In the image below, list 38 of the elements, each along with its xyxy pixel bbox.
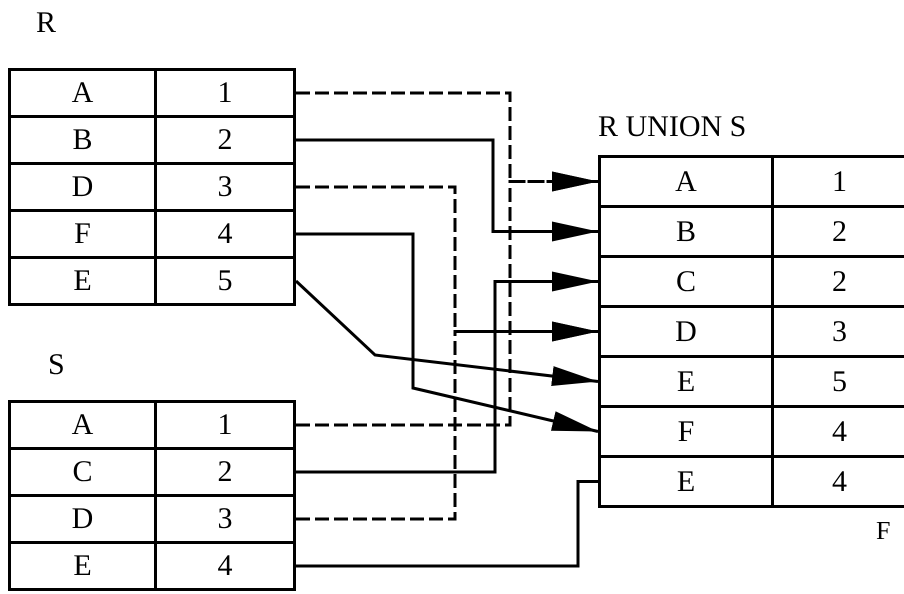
table-row: [8, 400, 296, 450]
value-cell-text: 2: [216, 454, 234, 490]
value-cell-text: 5: [216, 263, 234, 299]
table-row: [8, 209, 296, 259]
value-cell-text: 4: [831, 414, 848, 450]
arrow: [296, 272, 598, 474]
value-cell-text: 1: [216, 407, 234, 443]
table-row: [598, 155, 904, 208]
table-row: [8, 494, 296, 544]
value-cell-text: 4: [216, 548, 234, 584]
table-title: R: [36, 8, 56, 38]
figure-caption: F: [876, 518, 890, 544]
table-row: [8, 256, 296, 306]
value-cell-text: 2: [216, 122, 234, 158]
value-cell-text: 1: [216, 75, 234, 111]
value-cell-text: 4: [831, 464, 848, 500]
table-row: [8, 162, 296, 212]
arrow: [294, 280, 598, 386]
value-cell-text: 1: [831, 164, 848, 200]
value-cell-text: 4: [216, 216, 234, 252]
value-cell-text: 3: [216, 501, 234, 537]
value-cell-text: 3: [216, 169, 234, 205]
table-row: [8, 68, 296, 118]
table-row: [8, 447, 296, 497]
table-row: [8, 115, 296, 165]
key-cell: E: [11, 259, 157, 303]
value-cell-text: 3: [831, 314, 848, 350]
arrow: [296, 138, 598, 242]
table-row: [598, 455, 904, 508]
key-cell: E: [11, 544, 157, 588]
value-cell-text: 5: [831, 364, 848, 400]
table-row: [8, 541, 296, 591]
table-title: S: [48, 350, 65, 380]
table-title: R UNION S: [598, 112, 746, 142]
arrow: [296, 232, 598, 433]
value-cell-text: 2: [831, 214, 848, 250]
value-cell-text: 2: [831, 264, 848, 300]
key-cell: E: [601, 458, 774, 505]
